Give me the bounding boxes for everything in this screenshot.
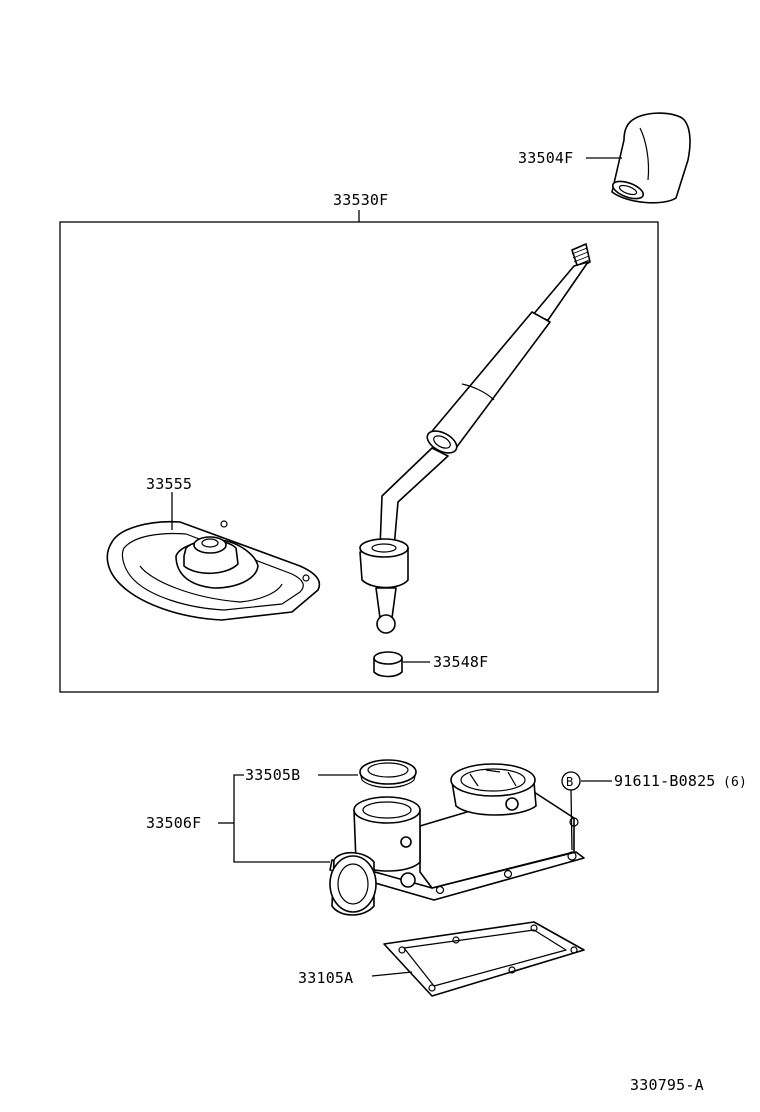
label-bolt: 91611-B0825	[614, 772, 716, 790]
leader-bolt-down	[570, 789, 573, 851]
lever-retainer-housing-icon	[329, 763, 585, 916]
label-knob: 33504F	[518, 149, 573, 167]
label-gasket: 33105A	[298, 969, 353, 987]
bolt-marker-circle	[561, 771, 581, 791]
label-housing: 33506F	[146, 814, 201, 832]
bracket-housing	[233, 774, 330, 863]
leader-gasket	[371, 971, 413, 977]
shift-knob-icon	[611, 112, 691, 204]
hole-plug-icon	[359, 759, 417, 789]
bushing-icon	[373, 651, 403, 678]
label-assembly: 33530F	[333, 191, 388, 209]
label-plug: 33505B	[245, 766, 300, 784]
gasket-icon	[383, 921, 585, 997]
label-bolt-qty: (6)	[723, 775, 747, 790]
dust-boot-icon	[106, 520, 321, 621]
assembly-frame	[59, 221, 659, 693]
shift-lever-icon	[359, 243, 591, 634]
label-bushing: 33548F	[433, 653, 488, 671]
bolt-marker: B	[566, 775, 573, 789]
label-boot: 33555	[146, 475, 192, 493]
figure-code: 330795-A	[630, 1076, 704, 1094]
